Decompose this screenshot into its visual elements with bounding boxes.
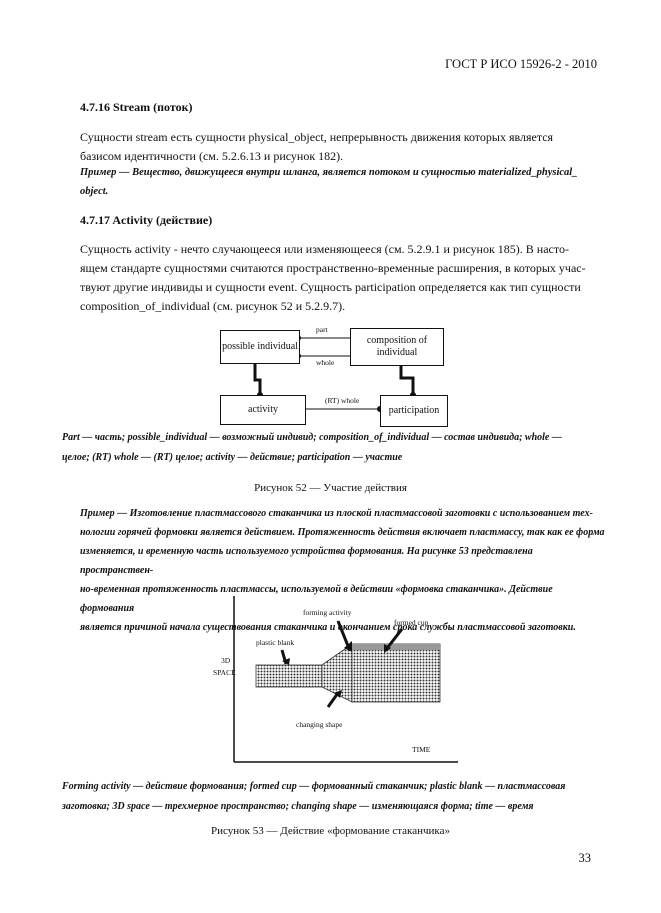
legend-line: целое; (RT) whole — (RT) целое; activity… <box>62 452 403 463</box>
paragraph-line: ящем стандарте сущностями считаются прос… <box>80 261 586 275</box>
paragraph-line: твуют другие индивиды и сущности event. … <box>80 280 581 294</box>
label-formed-cup: formed cup <box>394 618 429 627</box>
paragraph-line: Сущности stream есть сущности physical_o… <box>80 130 554 144</box>
label-rt-whole: (RT) whole <box>325 396 360 405</box>
legend-line: Forming activity — действие формования; … <box>62 781 566 792</box>
figure-53-graphic <box>233 596 458 763</box>
note-stream: Пример — Вещество, движущееся внутри шла… <box>80 163 598 201</box>
box-activity: activity <box>220 395 306 425</box>
page-number: 33 <box>578 851 592 865</box>
legend-line: заготовка; 3D space — трехмерное простра… <box>62 801 534 812</box>
example-line: изменяется, и временную часть используем… <box>80 546 533 576</box>
section-heading-4-7-17: 4.7.17 Activity (действие) <box>80 213 213 227</box>
paragraph-stream: Сущности stream есть сущности physical_o… <box>80 128 598 166</box>
label-changing-shape: changing shape <box>296 720 343 729</box>
paragraph-line: composition_of_individual (см. рисунок 5… <box>80 299 346 313</box>
paragraph-line: Сущность activity - нечто случающееся ил… <box>80 242 569 256</box>
label-3d: 3D <box>221 656 231 665</box>
example-line: является причиной начала существования с… <box>80 622 576 633</box>
label-time: TIME <box>412 745 431 754</box>
example-line: но-временная протяженность пластмассы, и… <box>80 584 553 614</box>
example-paragraph: Пример — Изготовление пластмассового ста… <box>80 504 605 637</box>
box-possible-individual: possible individual <box>220 330 300 364</box>
figure-53-diagram: forming activity formed cup plastic blan… <box>200 592 460 772</box>
example-line: Пример — Изготовление пластмассового ста… <box>80 508 593 519</box>
example-line: нологии горячей формовки является действ… <box>80 527 605 538</box>
figure-53-caption: Рисунок 53 — Действие «формование стакан… <box>211 825 450 837</box>
document-id-header: ГОСТ Р ИСО 15926-2 - 2010 <box>445 57 597 71</box>
paragraph-line: базисом идентичности (см. 5.2.6.13 и рис… <box>80 149 344 163</box>
label-space: SPACE <box>213 668 236 677</box>
label-forming-activity: forming activity <box>303 608 352 617</box>
box-composition-of-individual: composition of individual <box>350 328 444 366</box>
figure-53-legend: Forming activity — действие формования; … <box>62 777 602 817</box>
note-line: Пример — Вещество, движущееся внутри шла… <box>80 167 578 178</box>
figure-52-legend: Part — часть; possible_individual — возм… <box>62 428 602 468</box>
box-participation: participation <box>380 395 448 427</box>
section-heading-4-7-16: 4.7.16 Stream (поток) <box>80 100 193 114</box>
figure-52-caption: Рисунок 52 — Участие действия <box>254 482 407 494</box>
paragraph-activity: Сущность activity - нечто случающееся ил… <box>80 240 598 316</box>
figure-52-diagram: possible individual composition of indiv… <box>200 320 460 430</box>
legend-line: Part — часть; possible_individual — возм… <box>62 432 562 443</box>
label-plastic-blank: plastic blank <box>256 638 295 647</box>
note-line: object. <box>80 186 109 197</box>
label-part: part <box>316 325 328 334</box>
label-whole: whole <box>316 358 335 367</box>
